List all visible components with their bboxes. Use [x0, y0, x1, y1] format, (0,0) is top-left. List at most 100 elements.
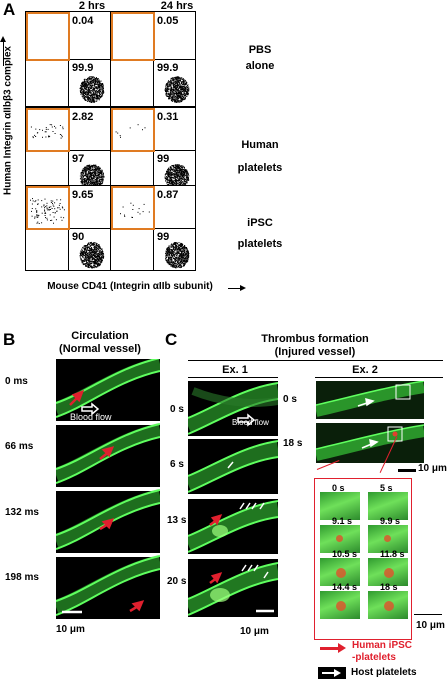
ex1-rule	[188, 377, 278, 378]
b-scale-label: 10 μm	[56, 624, 85, 635]
legend-host-arrowhead-icon	[334, 669, 341, 677]
panel-b-title-1: Circulation	[71, 330, 129, 342]
xaxis-arrow-icon	[228, 288, 242, 289]
c2-scale-bar	[398, 469, 416, 472]
b-time-3: 198 ms	[5, 572, 39, 583]
row-label-ipsc-1: iPSC	[247, 217, 273, 229]
inset-thumbnail	[320, 558, 360, 586]
row-label-pbs-2: alone	[245, 60, 275, 72]
flow-plot-r0-c0: 0.04 99.9	[25, 11, 111, 107]
b-frame-1	[56, 423, 160, 487]
value-lower-right: 99	[157, 153, 170, 165]
b-frame-3	[56, 555, 160, 619]
value-lower-right: 99	[157, 231, 170, 243]
legend-red-label-2: -platelets	[352, 652, 396, 663]
inset-scale-bar	[414, 614, 442, 615]
c1-scale-label: 10 μm	[240, 626, 269, 637]
gate-upper-left	[111, 108, 155, 152]
gate-upper-left	[111, 12, 155, 61]
b-time-1: 66 ms	[5, 441, 34, 452]
value-upper-left: 0.31	[157, 111, 179, 123]
b-frame-2	[56, 489, 160, 553]
scatter-dots	[79, 76, 105, 103]
ex2-label: Ex. 2	[352, 364, 378, 376]
value-upper-left: 0.87	[157, 189, 179, 201]
time-header-24hrs: 24 hrs	[160, 0, 194, 12]
inset-time-label: 14.4 s	[332, 582, 358, 592]
inset-thumbnail	[320, 492, 360, 520]
inset-thumbnail	[368, 591, 408, 619]
b-time-0: 0 ms	[5, 376, 28, 387]
c1-time-1: 6 s	[170, 459, 184, 470]
inset-time-label: 18 s	[380, 582, 398, 592]
legend-red-arrowhead-icon	[338, 643, 346, 653]
flow-plot-r1-c1: 0.31 99	[110, 107, 196, 193]
flow-plot-r2-c0: 9.65 90	[25, 185, 111, 271]
gate-upper-left	[26, 12, 70, 61]
xaxis-label: Mouse CD41 (Integrin αIIb subunit)	[47, 281, 213, 292]
panel-c-letter: C	[165, 330, 178, 349]
scatter-dots	[30, 124, 105, 191]
c2-time-1: 18 s	[283, 438, 303, 449]
panel-c-ex2-frames	[316, 381, 424, 463]
inset-box	[314, 478, 412, 640]
value-upper-left: 2.82	[72, 111, 94, 123]
yaxis-arrow-icon	[3, 40, 4, 66]
row-label-ipsc-2: platelets	[237, 238, 283, 250]
inset-time-label: 5 s	[380, 483, 393, 493]
c2-frame-0	[316, 381, 424, 419]
gate-upper-left	[26, 108, 70, 152]
inset-thumbnail	[368, 492, 408, 520]
inset-time-label: 11.8 s	[380, 549, 405, 559]
c2-time-0: 0 s	[283, 394, 297, 405]
legend-host-label: Host platelets	[351, 667, 417, 678]
time-header-2hrs: 2 hrs	[78, 0, 106, 12]
value-lower-right: 90	[72, 231, 85, 243]
c1-time-0: 0 s	[170, 404, 184, 415]
panel-a-letter: A	[3, 0, 16, 19]
legend-red-arrow-icon	[320, 647, 340, 650]
flow-plot-r2-c1: 0.87 99	[110, 185, 196, 271]
ex2-rule	[315, 377, 443, 378]
gate-upper-left	[26, 186, 70, 230]
scatter-dots	[115, 124, 190, 191]
value-upper-left: 0.04	[72, 15, 94, 27]
inset-thumbnail	[320, 525, 360, 553]
panel-c-title-rule	[188, 360, 443, 361]
panel-b-letter: B	[3, 330, 16, 349]
c1-frame-1	[188, 439, 278, 494]
legend-red-label-1: Human iPSC	[352, 640, 413, 651]
yaxis-arrowhead-icon	[0, 36, 6, 42]
c1-flow-label: Blood flow	[232, 418, 269, 427]
inset-time-label: 9.9 s	[380, 516, 401, 526]
value-upper-left: 0.05	[157, 15, 179, 27]
panel-c-title-2: (Injured vessel)	[274, 346, 356, 358]
scatter-dots	[120, 202, 190, 269]
c1-frame-3	[188, 559, 278, 617]
c1-time-3: 20 s	[167, 576, 187, 587]
value-upper-left: 9.65	[72, 189, 94, 201]
panel-c-title-1: Thrombus formation	[261, 333, 369, 345]
panel-c-ex1-frames	[188, 381, 278, 617]
row-label-human-2: platelets	[237, 162, 283, 174]
c1-time-2: 13 s	[167, 515, 187, 526]
scatter-dots	[164, 76, 190, 103]
inset-time-label: 10.5 s	[332, 549, 358, 559]
legend-host-arrow-inner-icon	[322, 672, 336, 674]
b-time-2: 132 ms	[5, 507, 39, 518]
gate-upper-left	[111, 186, 155, 230]
panel-b-vessel-frames	[56, 359, 160, 619]
value-lower-right: 99.9	[72, 62, 94, 74]
inset-thumbnail	[368, 558, 408, 586]
inset-scale-label: 10 μm	[416, 620, 445, 631]
c1-frame-2	[188, 499, 278, 554]
inset-thumbnail	[368, 525, 408, 553]
c2-scale-label: 10 μm	[418, 463, 447, 474]
value-lower-right: 97	[72, 153, 85, 165]
inset-time-label: 9.1 s	[332, 516, 353, 526]
scatter-dots	[30, 198, 105, 269]
b-flow-label: Blood flow	[70, 412, 112, 422]
b-frame-0	[56, 359, 160, 421]
row-label-human-1: Human	[241, 139, 279, 151]
